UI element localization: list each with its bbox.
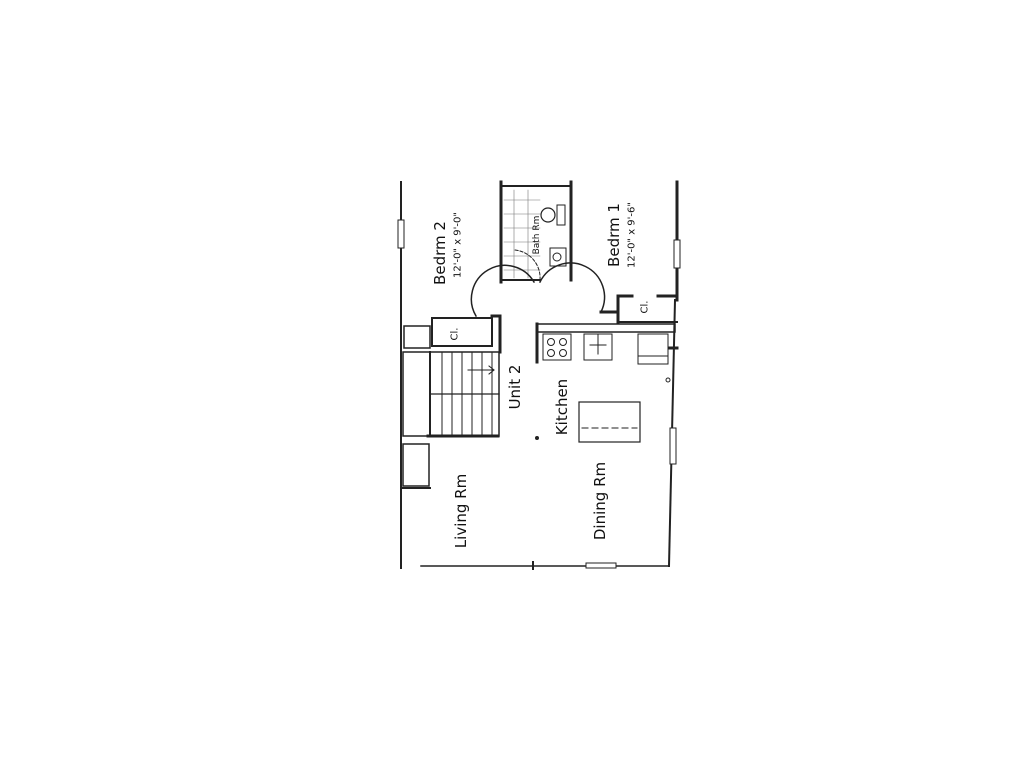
bath-tile-grid [503,189,541,279]
window [669,427,677,465]
kitchen-counter-wall [536,323,676,333]
hall-arch-right [538,262,606,314]
living-closet-box [402,443,430,487]
bedroom2-size: 12'-0" x 9'-0" [452,211,464,279]
bedroom1-name: Bedrm 1 [605,203,623,267]
unit-label: Unit 2 [506,364,524,410]
closet-left-name: Cl. [449,327,461,341]
hall-arch-left [470,264,536,318]
kitchen-name: Kitchen [553,378,571,436]
dining-name: Dining Rm [591,461,609,541]
living-name: Living Rm [452,473,470,549]
closet-right-name: Cl. [639,300,651,314]
window [397,219,405,249]
toilet-tank [556,204,566,226]
bath-name: Bath Rm [532,215,542,255]
left-closet [431,317,493,347]
window [585,562,617,569]
bedroom1-size: 12'-0" x 9'-6" [626,201,638,269]
left-closet-box [403,325,431,349]
kitchen-island [578,401,641,443]
stove-icon [542,333,572,361]
fridge-icon [637,333,669,365]
bath-door-swing [514,249,541,281]
window [673,239,681,269]
toilet-icon [540,207,556,223]
bedroom2-name: Bedrm 2 [431,221,449,285]
